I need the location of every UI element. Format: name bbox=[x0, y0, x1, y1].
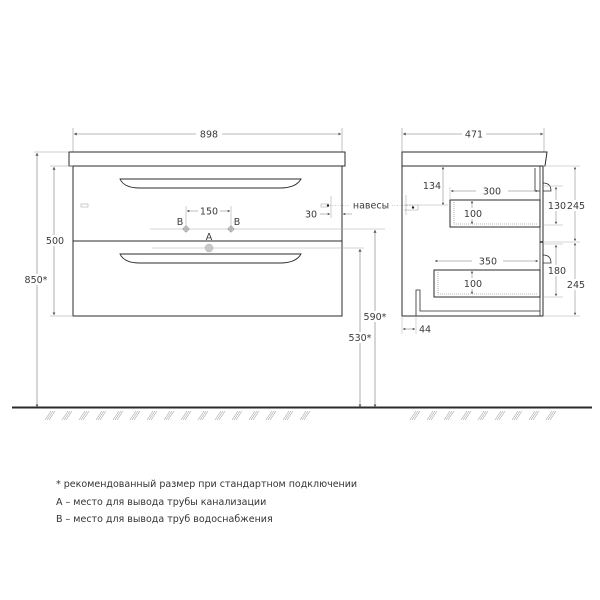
bottom-drawer-box bbox=[433, 269, 541, 298]
back-gap-dimension: 44 bbox=[401, 316, 431, 336]
hanger-drop-dimension: 134 bbox=[418, 166, 448, 206]
hanger-offset-label: 30 bbox=[305, 210, 317, 221]
countertop bbox=[68, 151, 346, 167]
note-water: В – место для вывода труб водоснабжения bbox=[56, 514, 273, 525]
water-height-dimension: 590* bbox=[362, 229, 388, 408]
bottom-hinge-icon bbox=[542, 254, 552, 264]
side-depth-label: 471 bbox=[465, 130, 483, 141]
drain-pipe: A bbox=[152, 232, 364, 253]
bottom-section-label: 245 bbox=[567, 280, 585, 291]
top-drawer-depth-label: 300 bbox=[483, 187, 501, 198]
front-view: 898 30 150 bbox=[22, 128, 388, 408]
top-drawer-depth-dimension: 300 bbox=[449, 187, 539, 200]
bottom-back-panel bbox=[415, 289, 540, 316]
top-drawer-height-dimension: 100 bbox=[462, 200, 484, 225]
bottom-drawer-handle bbox=[119, 253, 302, 264]
cabinet-height-dimension: 500 bbox=[43, 165, 73, 317]
bottom-drawer-height-dimension: 100 bbox=[462, 270, 484, 295]
note-drain: А – место для вывода трубы канализации bbox=[56, 496, 267, 508]
hanger-slot-left bbox=[80, 203, 89, 208]
top-hinge-icon bbox=[542, 182, 552, 192]
floor-hatching-left bbox=[44, 410, 311, 421]
cabinet-height-label: 500 bbox=[46, 236, 64, 247]
bottom-drawer-depth-dimension: 350 bbox=[434, 257, 539, 268]
drain-marker: A bbox=[206, 232, 213, 243]
side-countertop bbox=[401, 151, 548, 167]
bottom-drawer-height-label: 100 bbox=[464, 279, 482, 290]
top-drawer-inner-label: 130 bbox=[548, 201, 566, 212]
top-drawer-inner-dimension: 130 bbox=[544, 185, 566, 226]
side-view: 471 134 300 bbox=[401, 128, 586, 336]
legend-notes: * рекомендованный размер при стандартном… bbox=[56, 476, 357, 529]
bottom-drawer-inner-label: 180 bbox=[548, 266, 566, 277]
back-gap-label: 44 bbox=[419, 325, 431, 336]
front-width-label: 898 bbox=[200, 130, 218, 141]
floor-hatching-right bbox=[409, 410, 557, 421]
bottom-section-dimension: 245 bbox=[543, 242, 586, 317]
floor-line bbox=[12, 406, 592, 421]
bottom-drawer-depth-label: 350 bbox=[479, 257, 497, 268]
hangers-callout: навесы bbox=[353, 201, 414, 212]
hanger-offset-dimension: 30 bbox=[305, 196, 352, 221]
hanger-drop-label: 134 bbox=[423, 181, 441, 192]
water-pipes: 150 B B bbox=[150, 206, 385, 233]
top-section-dimension: 245 bbox=[543, 165, 586, 243]
top-section-label: 245 bbox=[567, 201, 585, 212]
top-drawer-handle bbox=[119, 178, 302, 189]
drain-height-label: 530* bbox=[349, 333, 372, 344]
hangers-label: навесы bbox=[353, 201, 389, 212]
drain-height-dimension: 530* bbox=[347, 248, 373, 408]
side-depth-dimension: 471 bbox=[401, 128, 545, 152]
front-width-dimension: 898 bbox=[72, 128, 343, 152]
water-marker-right: B bbox=[234, 217, 241, 228]
bottom-drawer-inner-dimension: 180 bbox=[544, 243, 566, 298]
pipe-spacing-label: 150 bbox=[200, 207, 218, 218]
water-marker-left: B bbox=[177, 217, 184, 228]
top-drawer-height-label: 100 bbox=[464, 209, 482, 220]
note-recommended: * рекомендованный размер при стандартном… bbox=[56, 479, 358, 490]
total-height-dimension: 850* bbox=[22, 151, 69, 408]
total-height-label: 850* bbox=[25, 275, 48, 286]
water-height-label: 590* bbox=[364, 312, 387, 323]
drain-circle bbox=[204, 243, 214, 253]
side-body bbox=[401, 166, 544, 317]
